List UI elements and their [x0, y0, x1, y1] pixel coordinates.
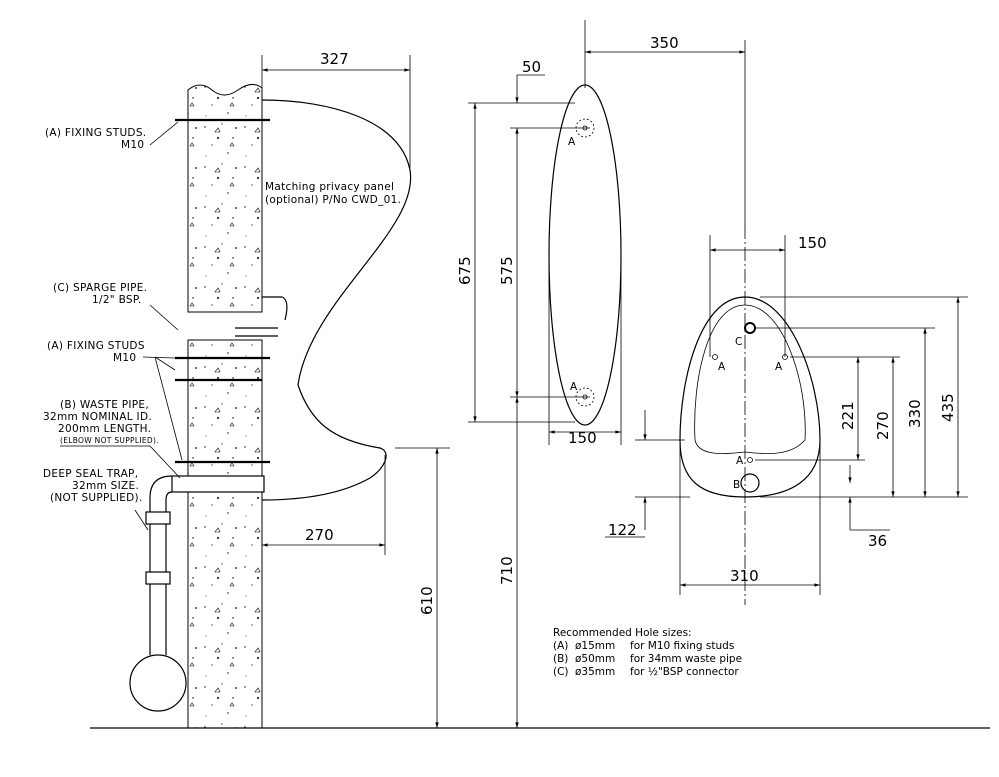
hole-label-a-right: A	[775, 361, 783, 373]
urinal-side-profile	[261, 99, 412, 501]
label-sparge-pipe: (C) SPARGE PIPE.1/2" BSP.	[53, 282, 147, 306]
dim-610: 610	[418, 586, 436, 615]
hole-label-a-lower: A	[736, 455, 744, 467]
side-view: (A) FIXING STUDS.M10 Matching privacy pa…	[43, 50, 519, 729]
dim-710: 710	[498, 556, 516, 585]
bowl-front-view: C A A A B 150 221 270 330 435 122 36 310	[605, 225, 968, 605]
hole-size-notes: Recommended Hole sizes: (A) ø15mm for M1…	[553, 627, 742, 678]
dim-435: 435	[939, 393, 957, 422]
dim-675: 675	[456, 256, 474, 285]
label-waste-pipe: (B) WASTE PIPE,32mm NOMINAL ID.200mm LEN…	[43, 399, 159, 445]
wall-upper	[187, 84, 263, 313]
svg-text:ø15mm: ø15mm	[575, 640, 615, 652]
notes-title: Recommended Hole sizes:	[553, 627, 692, 639]
svg-text:ø50mm: ø50mm	[575, 653, 615, 665]
narrow-front-view: A A 675 575 50 150 350	[456, 20, 746, 447]
note-b: (B) ø50mm for 34mm waste pipe	[553, 653, 742, 665]
narrow-outline	[548, 84, 622, 426]
dim-270-side: 270	[305, 526, 334, 544]
hole-label-a-left: A	[718, 361, 726, 373]
svg-text:for ½"BSP connector: for ½"BSP connector	[630, 666, 739, 678]
label-trap: DEEP SEAL TRAP,32mm SIZE.(NOT SUPPLIED).	[43, 468, 143, 504]
dim-270-bowl: 270	[874, 411, 892, 440]
label-fixing-studs-top: (A) FIXING STUDS.M10	[45, 127, 146, 151]
label-privacy-panel: Matching privacy panel(optional) P/No CW…	[265, 181, 401, 206]
svg-text:(A): (A)	[553, 640, 568, 652]
dim-310: 310	[730, 567, 759, 585]
dim-150-bowl: 150	[798, 234, 827, 252]
note-a: (A) ø15mm for M10 fixing studs	[553, 640, 734, 652]
svg-text:(B): (B)	[553, 653, 568, 665]
dim-350: 350	[650, 34, 679, 52]
dim-330: 330	[906, 399, 924, 428]
wall-lower	[187, 339, 263, 729]
trap-pipe	[149, 475, 173, 655]
svg-text:for 34mm waste pipe: for 34mm waste pipe	[630, 653, 742, 665]
hole-label-a-top: A	[568, 136, 576, 148]
fixing-studs	[175, 118, 270, 464]
waste-pipe	[171, 475, 265, 493]
svg-text:(C): (C)	[553, 666, 569, 678]
trap-bulb	[129, 654, 187, 712]
svg-text:for M10 fixing studs: for M10 fixing studs	[630, 640, 734, 652]
dim-327: 327	[320, 50, 349, 68]
dim-122: 122	[608, 521, 637, 539]
dim-575: 575	[498, 256, 516, 285]
svg-text:ø35mm: ø35mm	[575, 666, 615, 678]
dim-221: 221	[839, 401, 857, 430]
note-c: (C) ø35mm for ½"BSP connector	[553, 666, 739, 678]
dim-50: 50	[522, 58, 541, 76]
bowl-outline	[679, 296, 821, 498]
hole-label-c: C	[735, 336, 743, 348]
dim-36: 36	[868, 532, 887, 550]
hole-label-a-bottom: A	[570, 381, 578, 393]
hole-label-b: B	[733, 479, 741, 491]
dim-150-narrow: 150	[568, 429, 597, 447]
